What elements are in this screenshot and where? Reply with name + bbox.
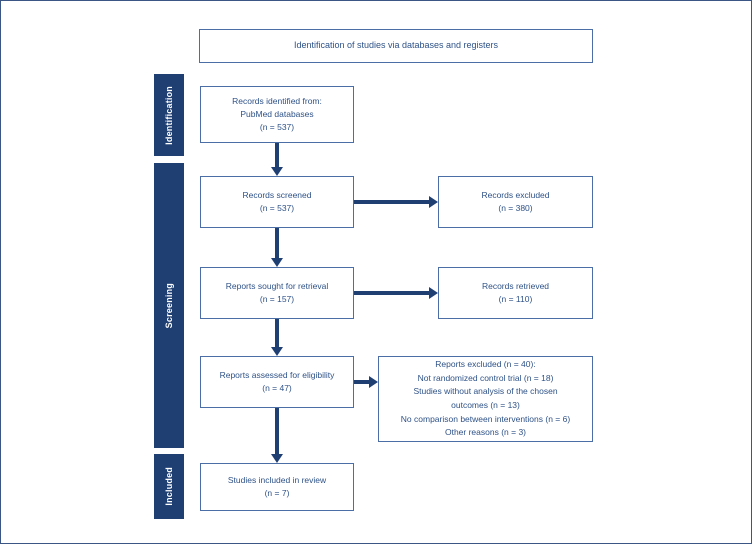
arrow-sought-to-retrieved	[354, 285, 438, 301]
node-reports-assessed: Reports assessed for eligibility (n = 47…	[200, 356, 354, 408]
stage-bar-identification-label: Identification	[163, 85, 174, 145]
stage-bar-included-label: Included	[163, 467, 174, 506]
diagram-title-box: Identification of studies via databases …	[199, 29, 593, 63]
node-records-retrieved: Records retrieved (n = 110)	[438, 267, 593, 319]
node-records-excluded: Records excluded (n = 380)	[438, 176, 593, 228]
arrow-screened-to-sought	[269, 228, 285, 267]
node-reports-excluded-reasons-text: Reports excluded (n = 40): Not randomize…	[400, 359, 571, 438]
node-reports-sought-text: Reports sought for retrieval (n = 157)	[225, 280, 329, 304]
node-reports-assessed-text: Reports assessed for eligibility (n = 47…	[219, 369, 335, 393]
node-studies-included: Studies included in review (n = 7)	[200, 463, 354, 511]
node-records-excluded-text: Records excluded (n = 380)	[481, 189, 550, 213]
arrow-assessed-to-excluded-reasons	[354, 374, 378, 390]
arrow-sought-to-assessed	[269, 319, 285, 356]
node-reports-excluded-reasons: Reports excluded (n = 40): Not randomize…	[378, 356, 593, 442]
stage-bar-identification: Identification	[154, 74, 184, 156]
arrow-screened-to-excluded	[354, 194, 438, 210]
stage-bar-screening: Screening	[154, 163, 184, 448]
stage-bar-screening-label: Screening	[163, 282, 174, 329]
arrow-identified-to-screened	[269, 143, 285, 176]
node-records-identified: Records identified from: PubMed database…	[200, 86, 354, 143]
node-records-retrieved-text: Records retrieved (n = 110)	[481, 280, 550, 304]
node-records-screened-text: Records screened (n = 537)	[242, 189, 312, 213]
arrow-assessed-to-included	[269, 408, 285, 463]
diagram-title-text: Identification of studies via databases …	[293, 40, 499, 51]
node-records-screened: Records screened (n = 537)	[200, 176, 354, 228]
node-reports-sought: Reports sought for retrieval (n = 157)	[200, 267, 354, 319]
node-studies-included-text: Studies included in review (n = 7)	[227, 474, 327, 498]
stage-bar-included: Included	[154, 454, 184, 519]
node-records-identified-text: Records identified from: PubMed database…	[232, 95, 322, 133]
